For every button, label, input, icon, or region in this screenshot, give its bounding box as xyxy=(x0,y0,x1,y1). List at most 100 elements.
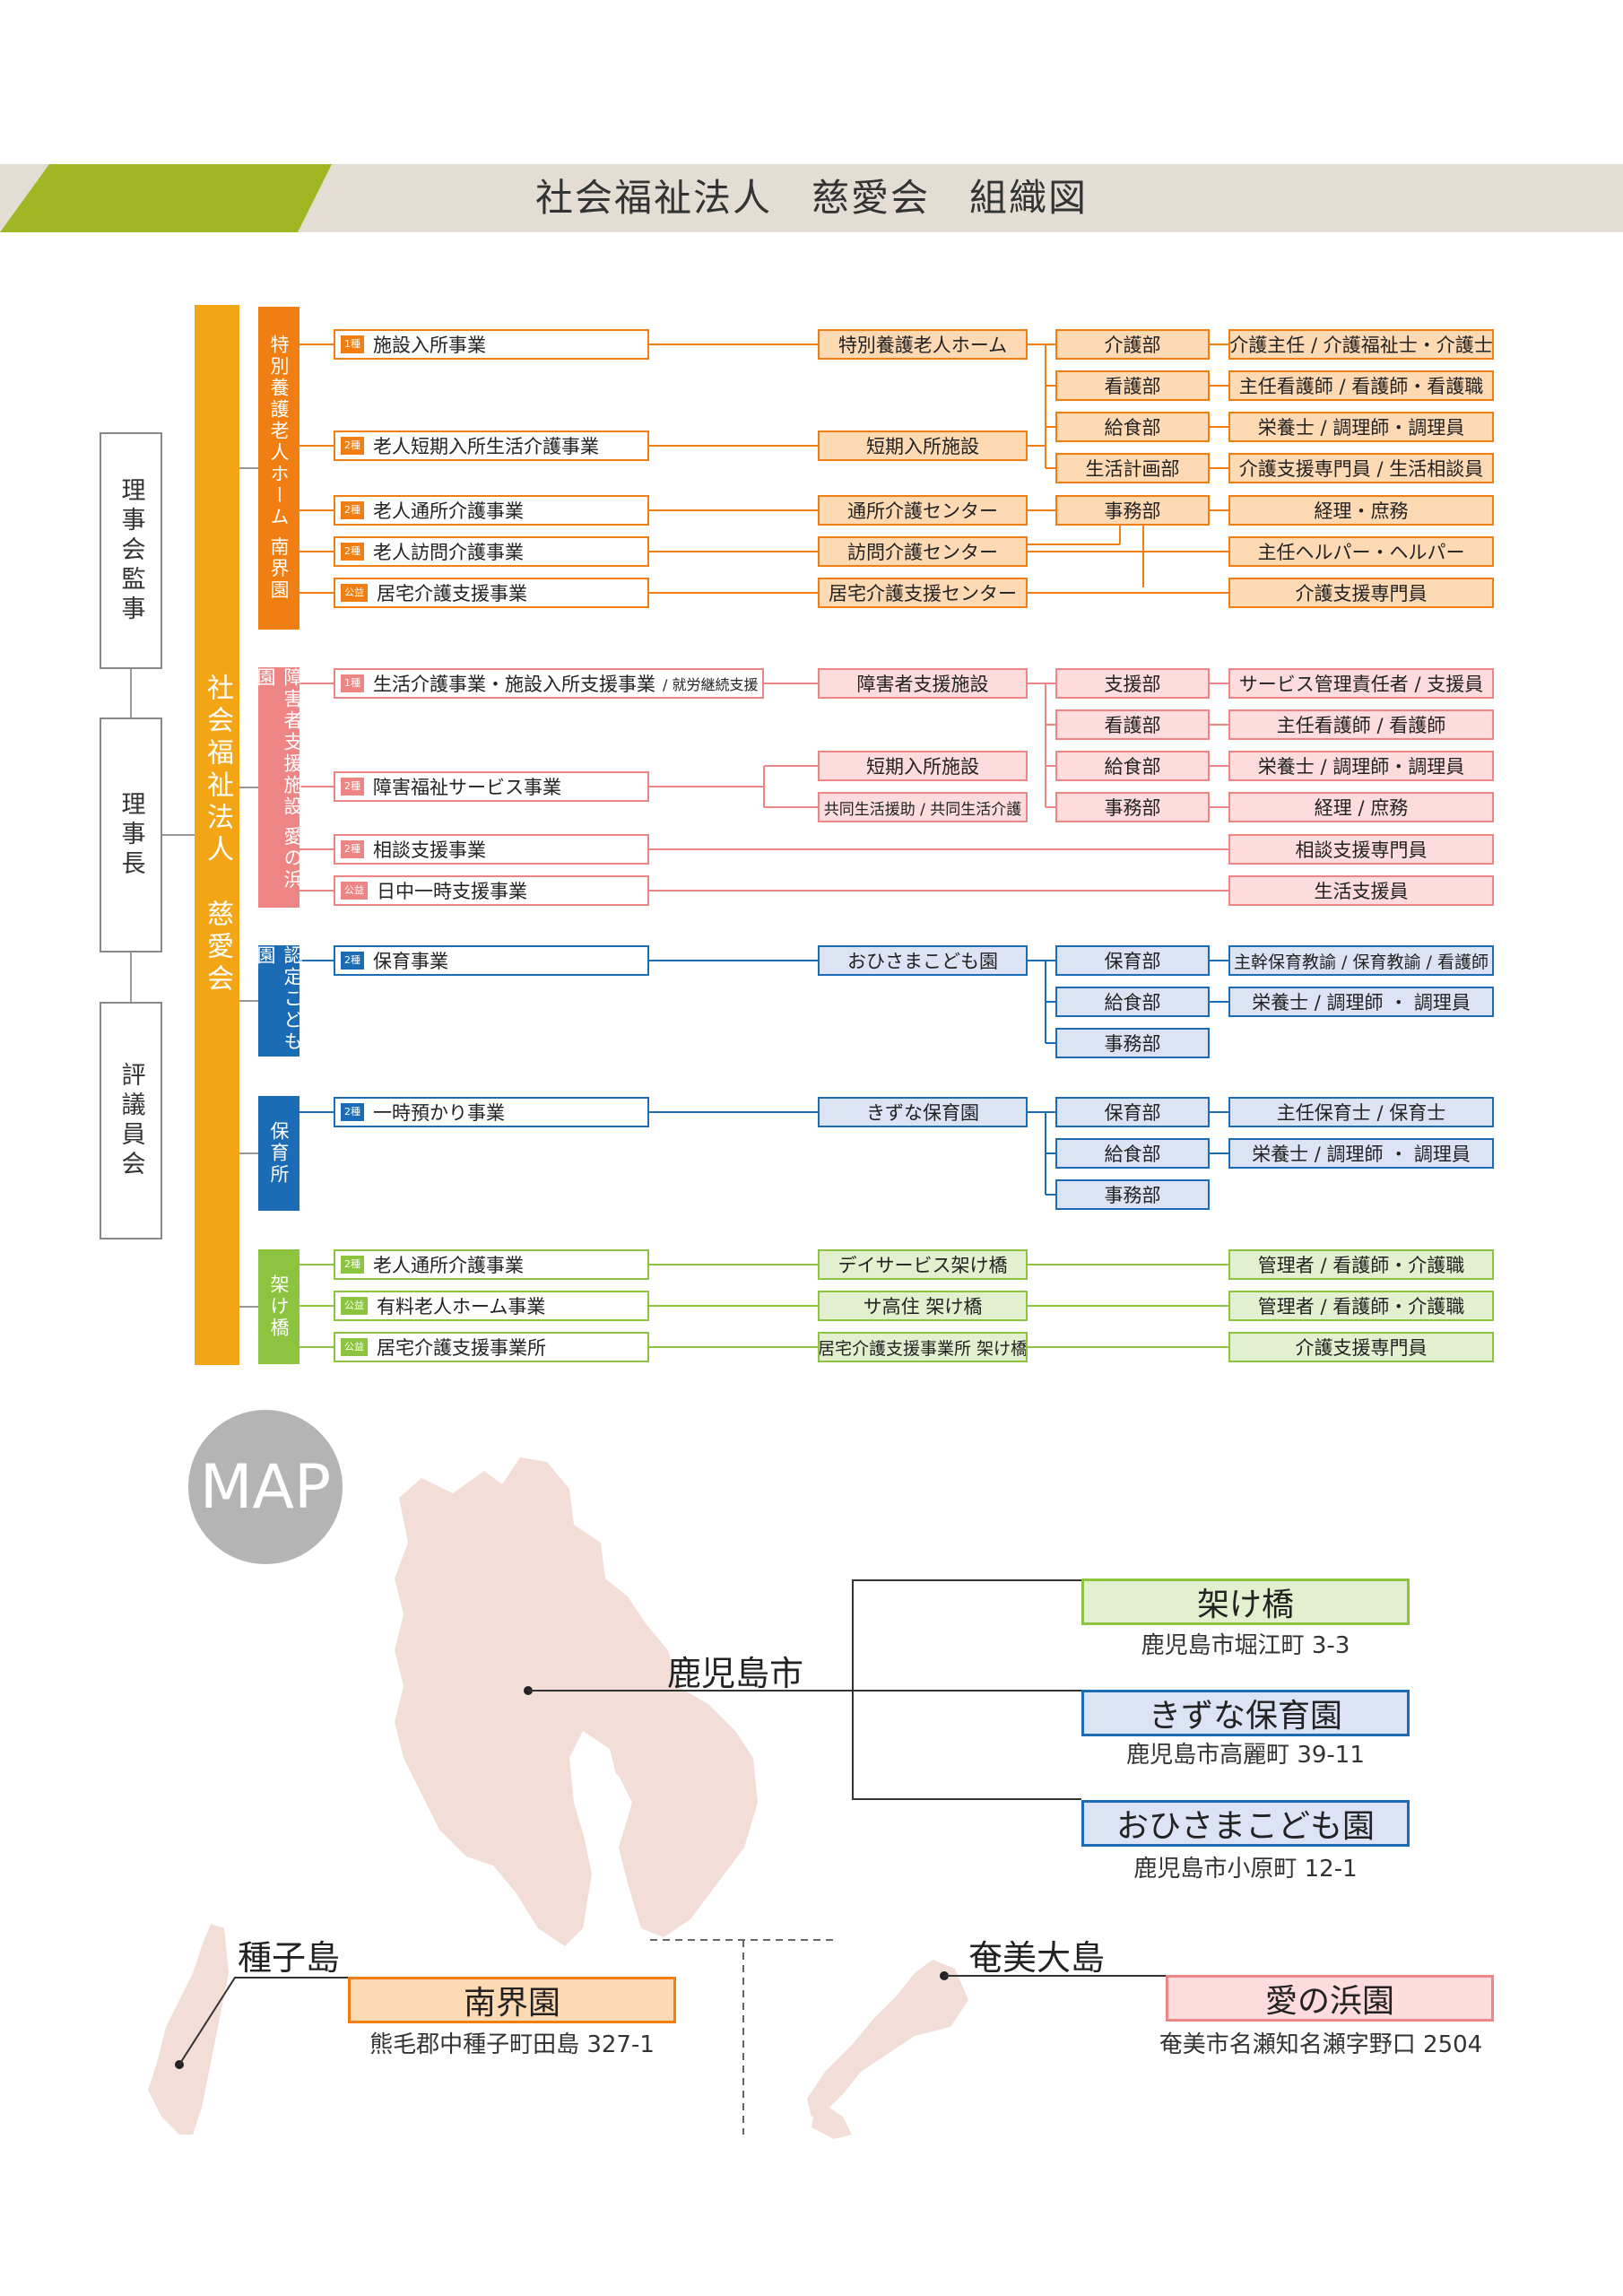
governance-auditor: 理事会監事 xyxy=(100,432,162,669)
staff-box: 栄養士 / 調理師・調理員 xyxy=(1228,751,1494,781)
facility-box: 居宅介護支援センター xyxy=(818,578,1028,608)
map-badge: MAP xyxy=(188,1410,343,1564)
staff-box: 栄養士 / 調理師 ・ 調理員 xyxy=(1228,1138,1494,1169)
staff-box: 経理 / 庶務 xyxy=(1228,792,1494,822)
business-box: 1種施設入所事業 xyxy=(334,329,649,360)
dept-box: 給食部 xyxy=(1055,751,1210,781)
group-band-nankaien: 特別養護老人ホーム 南界園 xyxy=(258,307,299,630)
staff-box: サービス管理責任者 / 支援員 xyxy=(1228,668,1494,699)
business-note: / 就労継続支援 xyxy=(663,676,759,693)
map-facility-nankaien: 南界園 xyxy=(348,1977,676,2023)
staff-box: 主任看護師 / 看護師・看護職 xyxy=(1228,370,1494,401)
address-kakehashi: 鹿児島市堀江町 3-3 xyxy=(1141,1632,1350,1659)
staff-box: 生活支援員 xyxy=(1228,875,1494,906)
business-box: 2種老人通所介護事業 xyxy=(334,1249,649,1280)
staff-box: 主任保育士 / 保育士 xyxy=(1228,1097,1494,1127)
dept-box: 給食部 xyxy=(1055,987,1210,1017)
business-box: 2種障害福祉サービス事業 xyxy=(334,771,649,802)
business-label: 老人訪問介護事業 xyxy=(373,542,524,563)
staff-box: 主幹保育教諭 / 保育教諭 / 看護師 xyxy=(1228,945,1494,976)
dept-box: 支援部 xyxy=(1055,668,1210,699)
business-label: 居宅介護支援事業所 xyxy=(377,1337,546,1359)
place-tanegashima: 種子島 xyxy=(238,1938,341,1978)
badge: 2種 xyxy=(341,501,364,519)
staff-box: 栄養士 / 調理師・調理員 xyxy=(1228,412,1494,442)
badge: 2種 xyxy=(341,778,364,796)
business-label: 保育事業 xyxy=(373,951,448,972)
dept-box: 看護部 xyxy=(1055,370,1210,401)
staff-box: 経理・庶務 xyxy=(1228,495,1494,526)
staff-box: 栄養士 / 調理師 ・ 調理員 xyxy=(1228,987,1494,1017)
badge: 公益 xyxy=(341,1338,368,1356)
facility-box: きずな保育園 xyxy=(818,1097,1028,1127)
facility-box: 短期入所施設 xyxy=(818,751,1028,781)
facility-box: 特別養護老人ホーム xyxy=(818,329,1028,360)
business-box: 公益有料老人ホーム事業 xyxy=(334,1291,649,1321)
map-facility-kakehashi: 架け橋 xyxy=(1081,1578,1410,1625)
business-box: 1種生活介護事業・施設入所支援事業/ 就労継続支援 xyxy=(334,668,764,699)
business-label: 日中一時支援事業 xyxy=(377,881,527,902)
title-bar: 社会福祉法人 慈愛会 組織図 xyxy=(0,164,1623,232)
amami-landmass xyxy=(807,1960,968,2139)
address-kizuna: 鹿児島市高麗町 39-11 xyxy=(1126,1742,1365,1769)
trunk-organization: 社会福祉法人 慈愛会 xyxy=(195,305,239,1365)
staff-box: 介護主任 / 介護福祉士・介護士 xyxy=(1228,329,1494,360)
badge: 2種 xyxy=(341,1256,364,1274)
map-facility-ohisama: おひさまこども園 xyxy=(1081,1800,1410,1847)
facility-box: サ高住 架け橋 xyxy=(818,1291,1028,1321)
badge: 2種 xyxy=(341,437,364,455)
badge: 2種 xyxy=(341,543,364,561)
dept-box: 看護部 xyxy=(1055,709,1210,740)
dept-box: 給食部 xyxy=(1055,1138,1210,1169)
dept-box: 事務部 xyxy=(1055,1028,1210,1058)
tanegashima-landmass xyxy=(148,1924,229,2135)
staff-box: 介護支援専門員 xyxy=(1228,1332,1494,1362)
kagoshima-landmass xyxy=(395,1457,758,1946)
address-ainohamaen: 奄美市名瀬知名瀬字野口 2504 xyxy=(1159,2031,1483,2058)
dept-box: 保育部 xyxy=(1055,1097,1210,1127)
business-label: 老人短期入所生活介護事業 xyxy=(373,436,599,457)
dept-box: 生活計画部 xyxy=(1055,453,1210,483)
business-box: 2種老人通所介護事業 xyxy=(334,495,649,526)
governance-chairman: 理事長 xyxy=(100,718,162,952)
business-label: 有料老人ホーム事業 xyxy=(377,1296,546,1318)
business-box: 2種老人短期入所生活介護事業 xyxy=(334,430,649,461)
badge: 1種 xyxy=(341,335,364,353)
staff-box: 介護支援専門員 / 生活相談員 xyxy=(1228,453,1494,483)
business-label: 相談支援事業 xyxy=(373,839,486,861)
governance-council: 評議員会 xyxy=(100,1002,162,1239)
business-box: 2種一時預かり事業 xyxy=(334,1097,649,1127)
dept-box: 事務部 xyxy=(1055,1179,1210,1210)
dept-box: 保育部 xyxy=(1055,945,1210,976)
business-label: 老人通所介護事業 xyxy=(373,500,524,522)
badge: 公益 xyxy=(341,882,368,900)
map-facility-ainohamaen: 愛の浜園 xyxy=(1166,1975,1494,2022)
staff-box: 主任看護師 / 看護師 xyxy=(1228,709,1494,740)
business-box: 公益日中一時支援事業 xyxy=(334,875,649,906)
dept-box: 事務部 xyxy=(1055,495,1210,526)
staff-box: 相談支援専門員 xyxy=(1228,834,1494,865)
business-label: 生活介護事業・施設入所支援事業 xyxy=(373,674,655,695)
place-kagoshima: 鹿児島市 xyxy=(667,1654,804,1693)
facility-box: デイサービス架け橋 xyxy=(818,1249,1028,1280)
badge: 2種 xyxy=(341,840,364,858)
badge: 2種 xyxy=(341,952,364,970)
dept-box: 給食部 xyxy=(1055,412,1210,442)
title-accent xyxy=(0,164,332,232)
group-band-hoikusho: 保育所 xyxy=(258,1096,299,1211)
badge: 2種 xyxy=(341,1103,364,1121)
dept-box: 介護部 xyxy=(1055,329,1210,360)
page-title: 社会福祉法人 慈愛会 組織図 xyxy=(534,176,1088,220)
facility-box: 居宅介護支援事業所 架け橋 xyxy=(818,1332,1028,1362)
group-band-ainohamaen: 障害者支援施設 愛の浜園 xyxy=(255,667,303,908)
facility-box: おひさまこども園 xyxy=(818,945,1028,976)
business-label: 老人通所介護事業 xyxy=(373,1255,524,1276)
address-ohisama: 鹿児島市小原町 12-1 xyxy=(1133,1856,1358,1883)
business-label: 居宅介護支援事業 xyxy=(377,583,527,604)
facility-box: 通所介護センター xyxy=(818,495,1028,526)
business-label: 障害福祉サービス事業 xyxy=(373,777,561,798)
business-box: 2種老人訪問介護事業 xyxy=(334,536,649,567)
staff-box: 主任ヘルパー・ヘルパー xyxy=(1228,536,1494,567)
badge: 公益 xyxy=(341,584,368,602)
